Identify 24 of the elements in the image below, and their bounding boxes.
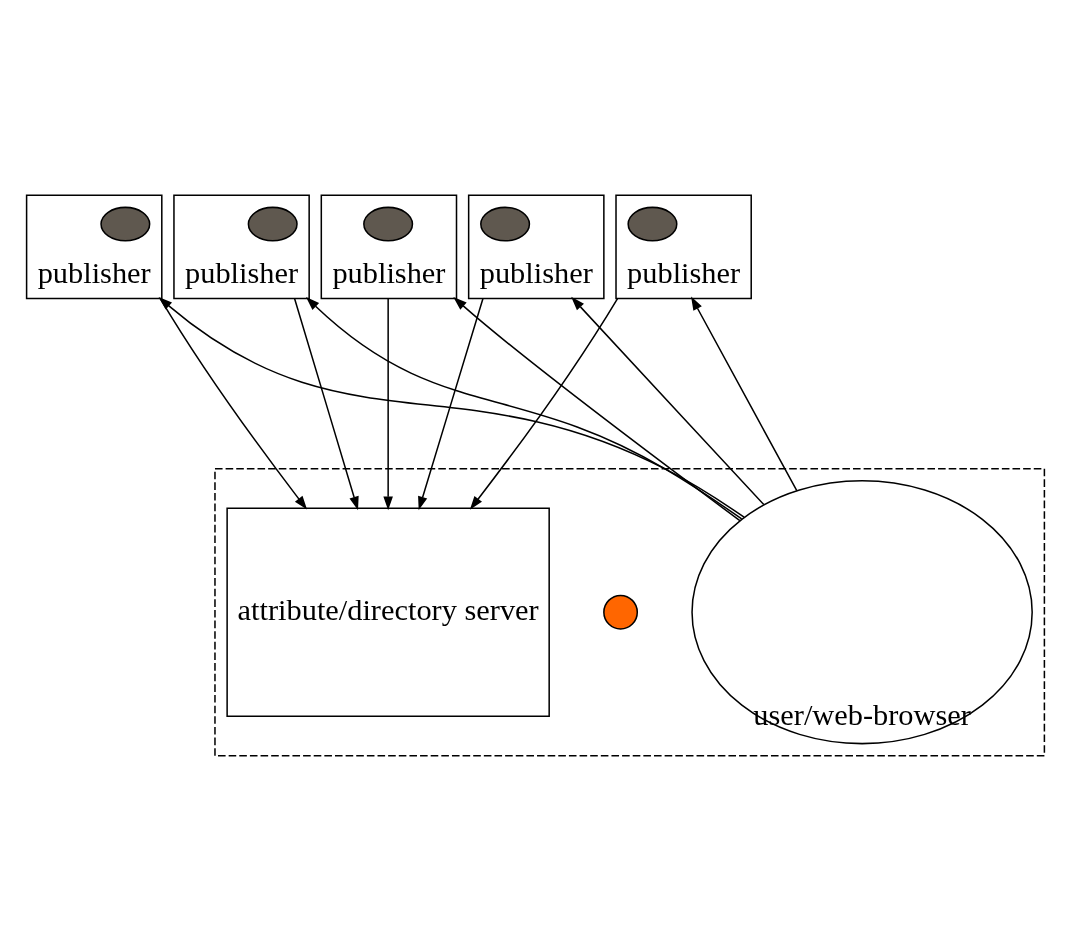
cluster: publisher — [467, 193, 605, 299]
cluster: publisher — [173, 193, 310, 299]
arrow — [159, 297, 308, 510]
arrow — [571, 296, 765, 505]
node-ellipse — [480, 206, 531, 242]
arrow — [383, 297, 393, 510]
arrow — [469, 297, 619, 510]
node-ellipse — [627, 206, 678, 242]
node-ellipse — [247, 206, 298, 242]
cluster: publisher — [25, 193, 163, 299]
arrow — [293, 297, 359, 510]
arrow — [306, 296, 743, 520]
node-ellipse — [100, 206, 151, 242]
arrow — [453, 296, 741, 521]
cluster — [214, 467, 1046, 757]
node-circle — [603, 594, 639, 630]
cluster: publisher — [320, 193, 458, 299]
arrow — [158, 296, 745, 518]
arrow — [691, 296, 798, 491]
node-ellipse: user/web-browser — [691, 479, 1033, 744]
node-ellipse — [363, 206, 414, 242]
node-box: attribute/directory server — [226, 506, 550, 717]
arrow — [418, 297, 484, 510]
cluster: publisher — [615, 193, 752, 299]
